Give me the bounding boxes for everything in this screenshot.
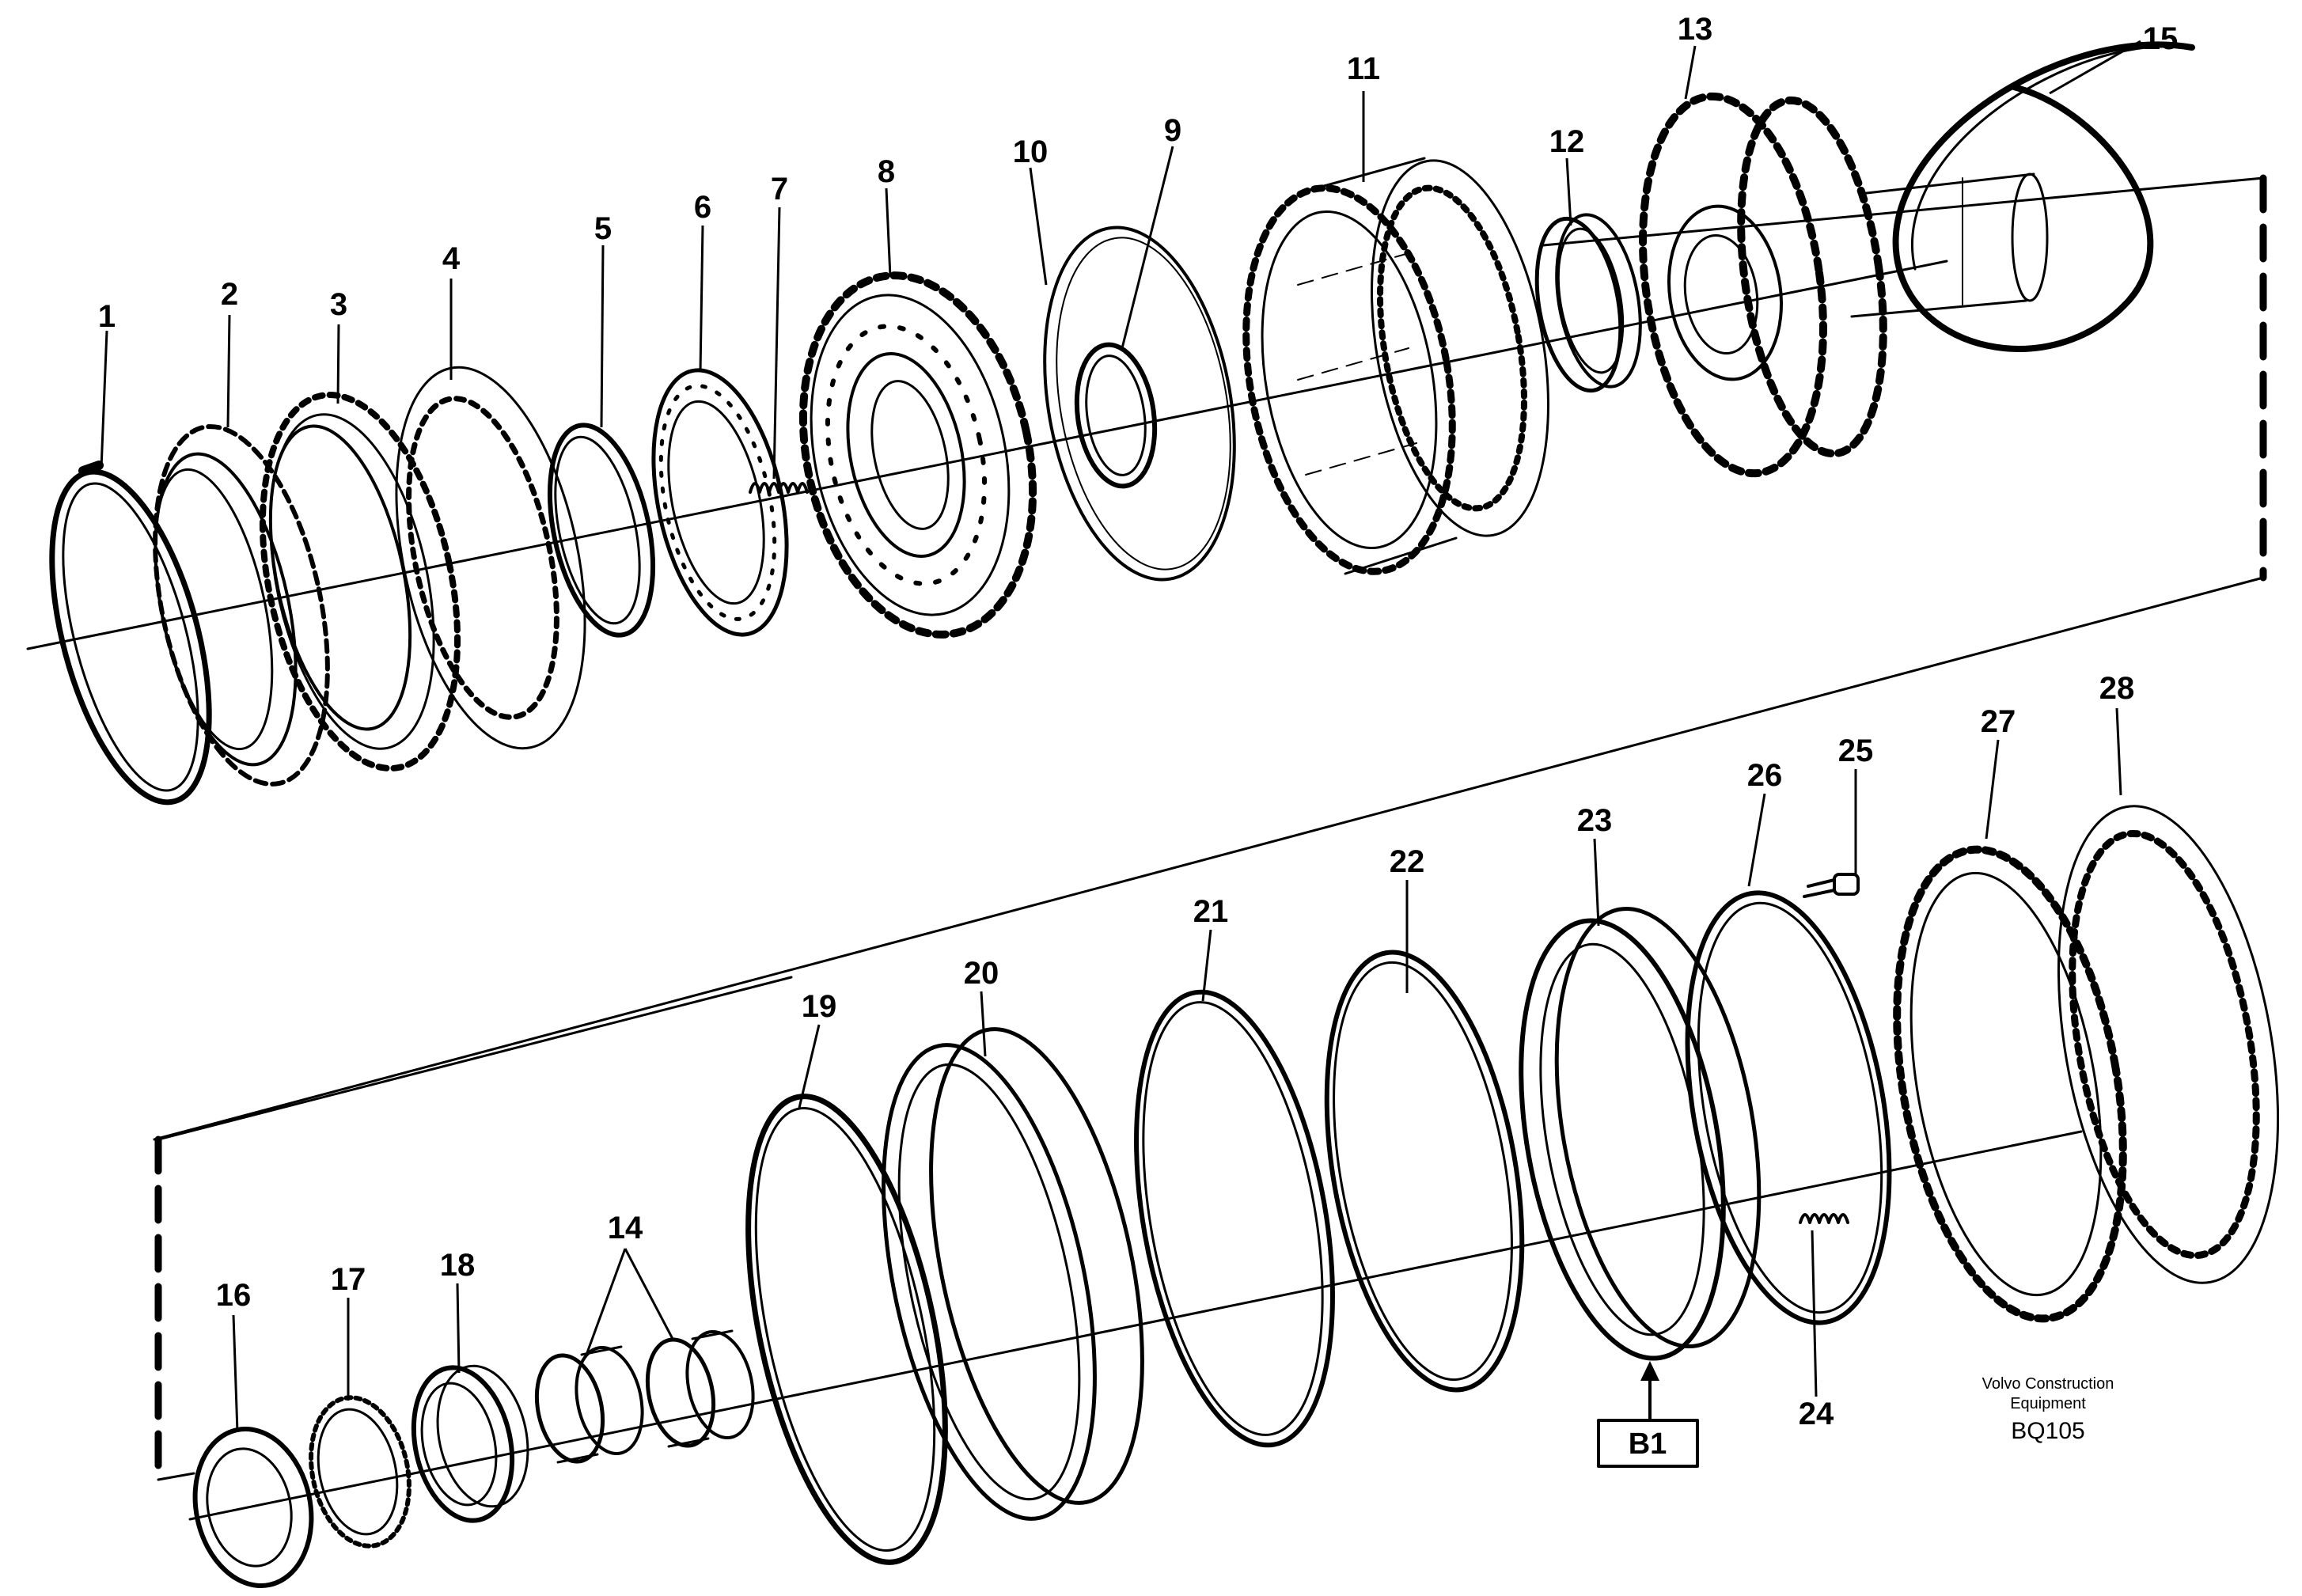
- callout-1: 1: [98, 299, 116, 334]
- part-1-retaining-ring: [49, 461, 212, 806]
- caption-line-1: Volvo Construction: [1982, 1375, 2114, 1393]
- part-7-spring: [749, 482, 809, 494]
- part-21-o-ring: [1134, 989, 1335, 1448]
- part-9-seal-ring: [1074, 342, 1158, 489]
- lower-axis-line: [188, 1130, 2083, 1521]
- part-24-spring: [1799, 1213, 1849, 1224]
- callout-8: 8: [878, 154, 895, 189]
- callout-10: 10: [1013, 135, 1049, 169]
- callout-16: 16: [216, 1278, 252, 1313]
- callout-3: 3: [330, 287, 347, 322]
- callout-18: 18: [440, 1248, 476, 1283]
- figure-code: BQ105: [2011, 1418, 2084, 1444]
- part-5-ring: [547, 423, 656, 638]
- part-10-plate: [1043, 226, 1236, 582]
- caption-line-2: Equipment: [2010, 1395, 2086, 1412]
- callout-20: 20: [964, 956, 999, 991]
- b1-box: [1597, 1419, 1699, 1468]
- callout-26: 26: [1747, 758, 1783, 793]
- lower-frame-top: [157, 976, 793, 1141]
- part-19-snap-ring: [745, 1094, 948, 1565]
- part-6-perforated-plate: [651, 368, 789, 637]
- part-14-bushings: [534, 1329, 755, 1464]
- upper-assembly: [26, 41, 2267, 1141]
- callout-23: 23: [1577, 803, 1613, 838]
- callout-19: 19: [802, 989, 837, 1024]
- part-13-gear-shaft: [1639, 92, 2049, 478]
- callout-25: 25: [1838, 734, 1874, 768]
- callout-2: 2: [221, 277, 238, 312]
- part-11-clutch-drum: [1242, 157, 1549, 575]
- callout-15: 15: [2143, 21, 2179, 56]
- reference-b1: B1: [1597, 1361, 1699, 1468]
- upper-frame-bottom: [153, 576, 2265, 1141]
- callout-13: 13: [1678, 12, 1713, 47]
- part-15-snap-ring: [1892, 41, 2195, 352]
- callout-12: 12: [1549, 124, 1585, 159]
- part-26-retainer: [1685, 890, 1892, 1325]
- part-17-thrust-washer: [309, 1395, 411, 1549]
- callout-6: 6: [694, 190, 711, 225]
- lower-frame-bottom: [157, 1472, 195, 1481]
- callout-5: 5: [594, 211, 612, 246]
- callout-numbers: 1 2 3 4 5 6 7 8 9 10 11 12 13 14 15 16 1…: [98, 12, 2178, 1431]
- lower-assembly: B1: [154, 805, 2280, 1588]
- part-18-bearing: [411, 1364, 529, 1523]
- part-4-inner-disc: [395, 366, 586, 750]
- callout-4: 4: [442, 241, 461, 276]
- callout-17: 17: [331, 1262, 366, 1297]
- part-20-housing: [882, 1027, 1144, 1521]
- callout-27: 27: [1981, 704, 2016, 739]
- part-12-bearing: [1534, 213, 1642, 393]
- part-2-hub: [153, 424, 330, 787]
- part-25-screw: [1803, 873, 1860, 898]
- callout-28: 28: [2099, 671, 2135, 706]
- callout-22: 22: [1390, 844, 1425, 879]
- leader-lines: [100, 40, 2141, 1433]
- part-23-piston: [1519, 906, 1762, 1361]
- part-28-inner-disc: [2057, 805, 2280, 1284]
- part-8-piston-gear: [798, 271, 1037, 639]
- callout-24: 24: [1799, 1397, 1834, 1431]
- callout-9: 9: [1164, 113, 1181, 148]
- part-22-o-ring: [1324, 950, 1525, 1393]
- b1-label: B1: [1629, 1427, 1667, 1461]
- upper-axis-line: [26, 260, 1948, 650]
- figure-caption: Volvo Construction Equipment BQ105: [1982, 1375, 2114, 1444]
- callout-7: 7: [771, 172, 788, 207]
- part-27-outer-disc: [1893, 845, 2127, 1323]
- callout-21: 21: [1193, 894, 1229, 929]
- callout-11: 11: [1347, 51, 1380, 86]
- callout-14: 14: [608, 1211, 643, 1245]
